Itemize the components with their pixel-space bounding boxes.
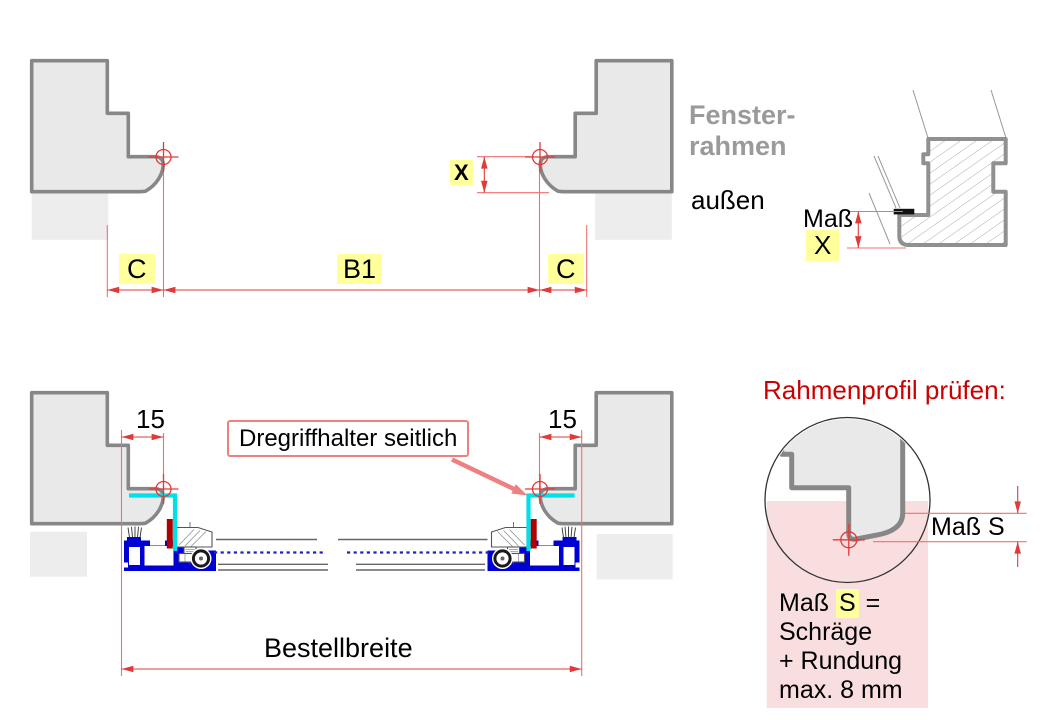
order-width-label: Bestellbreite (264, 633, 413, 663)
mass-s-dim-label: Maß S (931, 513, 1005, 541)
profile-check-title: Rahmenprofil prüfen: (763, 375, 1006, 405)
frame-caption-line2: rahmen (689, 131, 787, 161)
note-line4: max. 8 mm (779, 676, 903, 704)
mass-x-value-label: X (806, 230, 840, 261)
wall-block (30, 531, 87, 577)
callout-box: Dregriffhalter seitlich (227, 420, 470, 457)
wall-block (596, 534, 673, 580)
corner-crosshair (525, 474, 555, 504)
outside-label: außen (691, 185, 765, 215)
frame-top-left (29, 58, 166, 194)
corner-crosshair (832, 523, 865, 556)
note-line2: Schräge (779, 618, 873, 646)
wall-block (595, 193, 672, 240)
gauge-mark (893, 208, 915, 215)
wall-block (31, 193, 109, 240)
top-view-dimensions (106, 142, 588, 297)
note-line1-suffix: = (865, 589, 881, 617)
window-frames (29, 58, 674, 580)
magnifier-circle (764, 416, 931, 584)
frame-caption-line1: Fenster- (689, 100, 796, 130)
dim-label-b1: B1 (337, 254, 383, 284)
mass-x-text: Maß (803, 205, 853, 233)
glass-panel-lines (214, 538, 489, 571)
dim-label-x: X (450, 160, 473, 185)
detail-view-mass-x (847, 89, 1008, 249)
corner-crosshair (525, 142, 555, 172)
bottom-view-dimensions (120, 430, 583, 676)
dim-label-15-right: 15 (548, 404, 577, 434)
frame-profile-section (897, 137, 1008, 247)
corner-crosshair (148, 142, 179, 172)
dim-label-15-left: 15 (136, 404, 165, 434)
dim-label-c-left: C (119, 254, 155, 284)
callout-arrow (451, 457, 528, 496)
dim-label-c-right: C (548, 254, 584, 284)
frame-caption: Fenster- rahmen (689, 100, 796, 162)
note-line1-prefix: Maß (779, 589, 829, 617)
mass-s-note: Maß S = Schräge + Rundung max. 8 mm (779, 589, 903, 705)
note-line3: + Rundung (779, 647, 903, 675)
bottom-section-view (124, 496, 580, 572)
corner-crosshair (148, 474, 179, 504)
note-line1-highlight: S (835, 589, 859, 618)
frame-top-right (538, 58, 674, 194)
